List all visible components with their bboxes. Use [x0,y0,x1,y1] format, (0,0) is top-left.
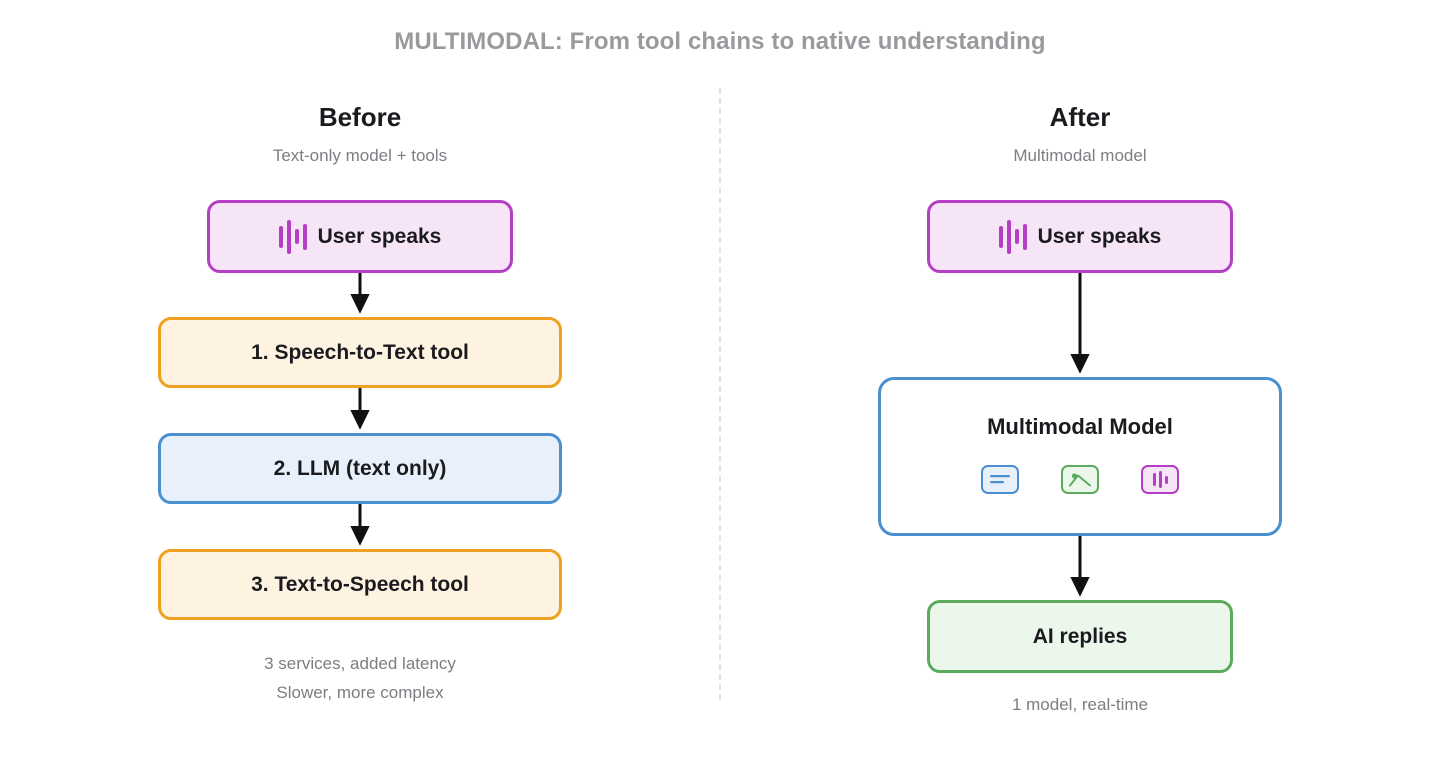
before-column: Before Text-only model + tools User spea… [0,102,720,707]
after-heading: After [1049,102,1111,132]
node-llm-text-only[interactable]: 2. LLM (text only) [158,433,562,504]
node-label: 2. LLM (text only) [273,457,447,480]
node-label: 1. Speech-to-Text tool [251,341,469,364]
audio-bars-glyph [1152,471,1168,488]
after-footnote: 1 model, real-time [720,690,1440,719]
node-user-speaks-after[interactable]: User speaks [927,200,1233,273]
after-footnote-line1: 1 model, real-time [1011,695,1149,714]
after-column: After Multimodal model User speaks Multi… [720,0,1440,760]
node-multimodal-model[interactable]: Multimodal Model [878,377,1282,536]
audio-waveform-icon [278,219,307,254]
node-ai-replies[interactable]: AI replies [927,600,1233,673]
audio-waveform-icon [998,219,1027,254]
after-subheading: Multimodal model [1013,146,1147,165]
image-mountain-icon[interactable] [1061,465,1099,494]
node-user-speaks-before[interactable]: User speaks [207,200,513,273]
node-label: Multimodal Model [987,414,1173,439]
text-lines-icon[interactable] [981,465,1019,494]
node-label: 3. Text-to-Speech tool [251,573,469,596]
before-footnote: 3 services, added latency Slower, more c… [0,649,720,707]
node-speech-to-text[interactable]: 1. Speech-to-Text tool [158,317,562,388]
before-footnote-line2: Slower, more complex [276,683,444,702]
page-title: MULTIMODAL: From tool chains to native u… [394,28,1046,55]
text-lines-glyph [990,475,1010,484]
modality-icon-row [981,465,1179,494]
before-subheading: Text-only model + tools [272,146,448,165]
node-label: AI replies [1032,625,1128,648]
node-label: User speaks [317,225,442,248]
node-text-to-speech[interactable]: 3. Text-to-Speech tool [158,549,562,620]
column-divider [719,88,721,700]
before-footnote-line1: 3 services, added latency [264,654,456,673]
node-label: User speaks [1037,225,1162,248]
image-mountain-glyph [1069,473,1091,487]
audio-bars-icon[interactable] [1141,465,1179,494]
before-heading: Before [318,102,402,132]
